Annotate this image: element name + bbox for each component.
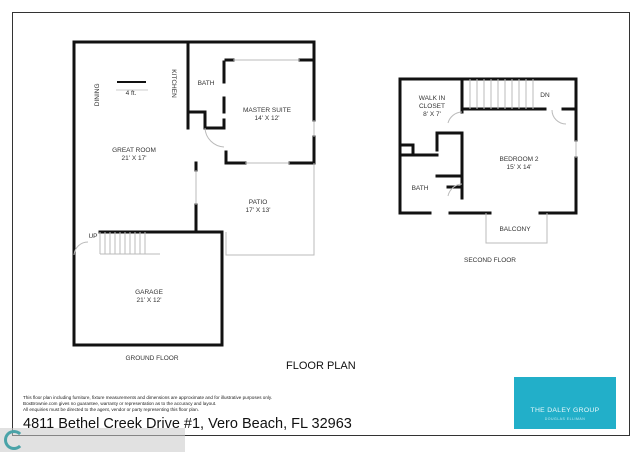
second-floor-label: SECOND FLOOR [463,257,517,264]
patio-outline [195,59,315,256]
room-dims: 15' X 14' [506,164,532,171]
disclaimer-line: All enquiries must be directed to the ag… [23,407,199,412]
stairs-second [469,79,534,109]
kitchen-label: KITCHEN [169,69,177,98]
ground-floor-label: GROUND FLOOR [125,355,179,362]
watermark-logo-icon [4,430,24,450]
balcony-outline [485,140,577,244]
room-dims: 21' X 17' [121,155,147,162]
room-dims: 14' X 12' [254,115,280,122]
logo-name: THE DALEY GROUP [530,407,600,414]
room-name: WALK IN CLOSET [418,95,446,110]
balcony-label: BALCONY [499,226,531,233]
room-name: GARAGE [135,289,163,296]
door-swings [73,109,567,256]
closet-walls [398,77,578,200]
stairs-ground [99,232,160,255]
room-name: MASTER SUITE [242,107,292,114]
room-name: PATIO [248,199,268,206]
bath-label: BATH [197,80,215,87]
plan-frame [12,12,630,436]
room-dims: 8' X 7' [423,111,441,118]
second-outer-wall [398,77,578,215]
disclaimer-line: This floor plan including furniture, fix… [23,395,273,400]
room-dims: 17' X 13' [245,207,271,214]
second-bath-label: BATH [411,185,429,192]
watermark [0,428,185,452]
stairs-down-label: DN [540,92,550,99]
room-dims: 21' X 12' [136,297,162,304]
brand-logo: THE DALEY GROUP DOUGLAS ELLIMAN [514,377,616,429]
room-name: BEDROOM 2 [499,156,539,163]
scale-bar [116,81,148,91]
disclaimer-line: BoxBrownie.com gives no guarantee, warra… [23,401,217,406]
disclaimer: This floor plan including furniture, fix… [23,395,272,413]
dining-label: DINING [93,83,101,107]
scale-label: 4 ft. [125,90,137,97]
stairs-up-label: UP [88,233,98,240]
logo-sub: DOUGLAS ELLIMAN [544,417,586,421]
room-name: GREAT ROOM [112,147,156,154]
plan-title: FLOOR PLAN [286,360,356,372]
